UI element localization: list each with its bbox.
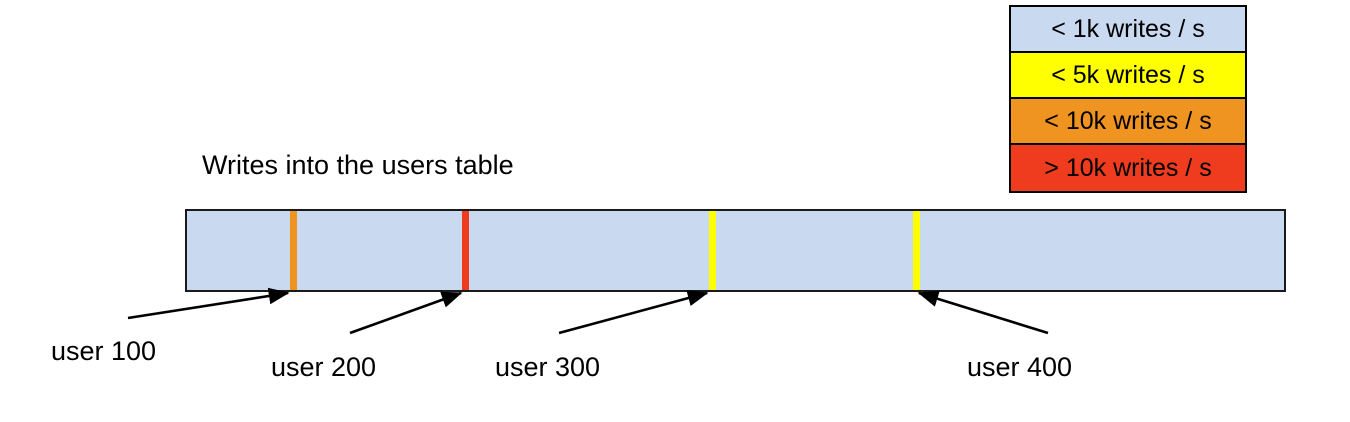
- arrow-user-300: [558, 289, 709, 335]
- label-user-100: user 100: [51, 336, 157, 366]
- arrow-user-400: [917, 290, 1049, 335]
- legend-row-gt-10k: > 10k writes / s: [1011, 145, 1245, 191]
- label-user-400: user 400: [967, 352, 1073, 382]
- legend-label-gt-10k: > 10k writes / s: [1044, 153, 1212, 182]
- legend-label-lt-10k: < 10k writes / s: [1044, 106, 1212, 135]
- arrow-user-200: [349, 291, 463, 335]
- legend-row-lt-10k: < 10k writes / s: [1011, 99, 1245, 145]
- legend-label-lt-5k: < 5k writes / s: [1051, 60, 1205, 89]
- marker-stripe-user-200: [462, 211, 469, 290]
- label-user-300: user 300: [495, 352, 601, 382]
- legend-row-lt-5k: < 5k writes / s: [1011, 53, 1245, 99]
- legend-row-lt-1k: < 1k writes / s: [1011, 7, 1245, 53]
- users-table-bar: [185, 209, 1286, 292]
- marker-stripe-user-100: [290, 211, 297, 290]
- marker-stripe-user-300: [709, 211, 716, 290]
- chart-title: Writes into the users table: [202, 150, 514, 180]
- legend-label-lt-1k: < 1k writes / s: [1051, 14, 1205, 43]
- label-user-200: user 200: [271, 352, 377, 382]
- legend: < 1k writes / s < 5k writes / s < 10k wr…: [1009, 5, 1247, 193]
- marker-stripe-user-400: [913, 211, 920, 290]
- arrow-user-100: [127, 287, 290, 320]
